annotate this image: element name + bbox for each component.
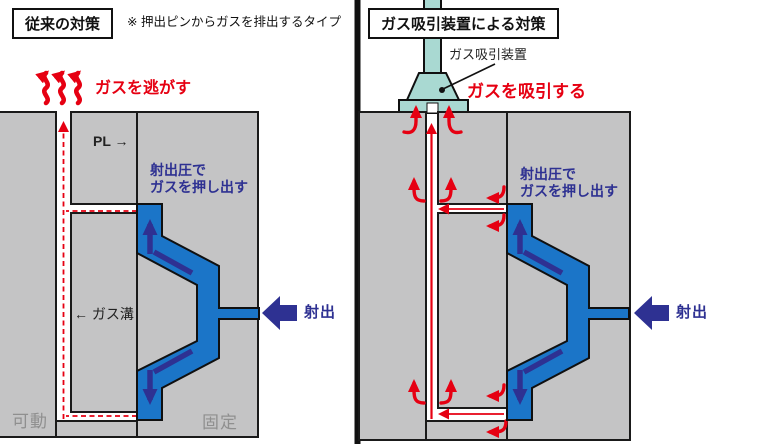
left-panel-note: ※ 押出ピンからガスを排出するタイプ: [127, 15, 341, 29]
left-gas-path-dashed: [58, 121, 137, 419]
left-injection-arrow-icon: [262, 296, 297, 330]
pl-label: PL →: [93, 133, 129, 149]
device-callout-line: [442, 63, 496, 90]
left-molded-part: [136, 203, 260, 421]
right-gas-path: [426, 123, 504, 420]
flow-arrow-lower-diagonal: [152, 348, 194, 375]
fixed-label: 固定: [202, 413, 238, 432]
flow-arrow-upper-diagonal: [522, 249, 564, 276]
gas-groove-label: ← ガス溝: [74, 306, 134, 322]
right-injection-arrow-icon: [634, 296, 669, 330]
right-injection-label: 射出: [676, 304, 709, 321]
suction-base-port: [426, 102, 439, 114]
device-callout-dot: [439, 87, 445, 93]
suction-device-label: ガス吸引装置: [449, 47, 528, 62]
movable-label: 可動: [12, 412, 48, 431]
gas-escape-label: ガスを逃がす: [95, 80, 192, 97]
gas-suction-label: ガスを吸引する: [467, 82, 586, 101]
flow-arrow-upper-diagonal: [152, 249, 194, 276]
suction-funnel: [405, 72, 461, 101]
left-panel-title: 従来の対策: [12, 8, 114, 39]
flow-arrow-lower-diagonal: [522, 348, 564, 375]
left-injection-label: 射出: [304, 304, 337, 321]
right-panel-title: ガス吸引装置による対策: [368, 8, 559, 39]
panel-divider: [354, 0, 361, 444]
right-molded-part: [506, 203, 630, 421]
right-suction-flow-arrows: [402, 105, 508, 438]
left-injection-pressure-label: 射出圧で ガスを押し出す: [150, 162, 248, 195]
right-injection-pressure-label: 射出圧で ガスを押し出す: [520, 166, 618, 199]
gas-escape-squiggle-icon: [35, 70, 82, 106]
